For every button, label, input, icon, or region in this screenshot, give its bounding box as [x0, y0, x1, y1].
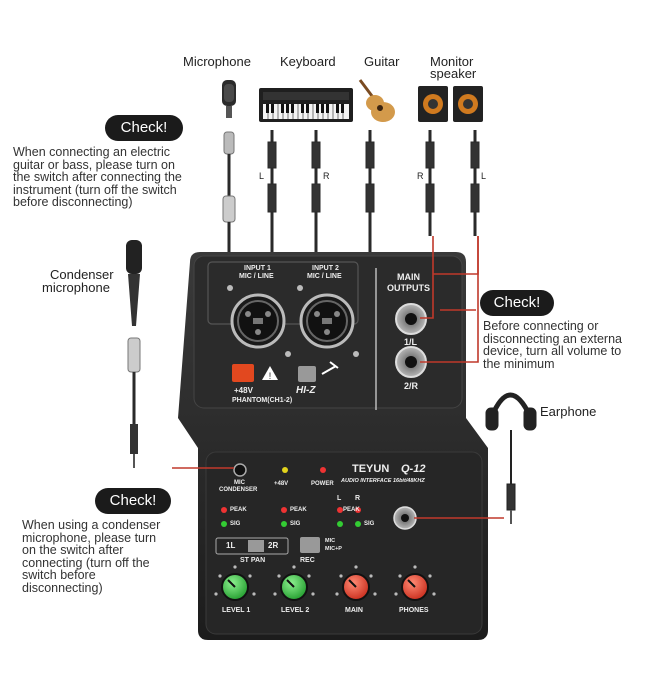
monitor-label-line1: Monitor: [430, 54, 474, 69]
earphone-icon: [485, 392, 537, 524]
condenser-label-line2: microphone: [42, 280, 110, 295]
check-pill-guitar: Check!: [105, 115, 183, 141]
rec-label: REC: [300, 557, 315, 564]
guitar-note-line: the switch after connecting the: [13, 170, 182, 184]
leader-lines: [172, 236, 504, 519]
main-knob-label: MAIN: [345, 607, 363, 614]
input2-combo-jack[interactable]: [297, 285, 359, 357]
phantom-button-label: +48V: [234, 386, 253, 395]
level1-label: LEVEL 1: [222, 607, 251, 614]
keyboard-right-marker: R: [323, 171, 330, 181]
ch1-peak-label: PEAK: [230, 507, 247, 513]
output-note-line: the minimum: [483, 356, 555, 371]
monitor-label-line2: speaker: [430, 66, 477, 81]
main-r-label: R: [355, 495, 361, 502]
subtitle-label: AUDIO INTERFACE 16bit/48KHZ: [341, 478, 425, 484]
condenser-note-line: switch before: [22, 568, 96, 582]
power-label: POWER: [311, 481, 334, 487]
st-pan-right-label: 2R: [268, 541, 279, 550]
output-note-line: Before connecting or: [483, 319, 599, 333]
monitor-speaker-icon: [418, 86, 483, 122]
microphone-icon: [222, 80, 236, 118]
condenser-microphone-icon: [126, 240, 142, 468]
check-pill-condenser: Check!: [95, 488, 171, 514]
condenser-note: When using a condenser microphone, pleas…: [22, 519, 160, 594]
keyboard-left-marker: L: [259, 171, 265, 181]
main-peak-label: PEAK: [343, 507, 360, 513]
ch2-sig-label: SIG: [290, 521, 301, 527]
phantom-label: PHANTOM(CH1-2): [232, 397, 293, 404]
st-pan-left-label: 1L: [226, 541, 236, 550]
guitar-note-line: before disconnecting): [13, 195, 133, 209]
guitar-label: Guitar: [364, 54, 400, 69]
microphone-xlr-cable: [222, 131, 236, 270]
guitar-icon: [358, 79, 395, 122]
model-label: Q-12: [401, 463, 426, 475]
hi-z-switch[interactable]: [298, 361, 339, 382]
rec-micp-label: MIC+P: [325, 546, 342, 552]
level1-knob[interactable]: [221, 573, 249, 601]
main-l-label: L: [337, 495, 342, 502]
keyboard-label: Keyboard: [280, 54, 336, 69]
guitar-cable: [365, 130, 375, 270]
monitor-cables: [425, 130, 480, 236]
ch2-peak-label: PEAK: [290, 507, 307, 513]
output-note-line: disconnecting an externa: [483, 331, 622, 346]
mic-condenser-label-line1: MIC: [234, 480, 245, 486]
phones-knob-label: PHONES: [399, 607, 429, 614]
guitar-note-line: instrument (turn off the switch: [13, 182, 177, 197]
output-note-line: device, turn all volume to: [483, 344, 622, 358]
main-outputs-label-line2: OUTPUTS: [387, 283, 431, 293]
front-leds: [221, 467, 361, 527]
guitar-note: When connecting an electric guitar or ba…: [13, 146, 182, 209]
hi-z-label: HI-Z: [296, 385, 316, 396]
check-pill-output: Check!: [480, 290, 554, 316]
keyboard-cables: [267, 130, 321, 270]
main-outputs-label-line1: MAIN: [397, 272, 420, 282]
output-note: Before connecting or disconnecting an ex…: [483, 320, 622, 370]
phones-knob[interactable]: [401, 573, 429, 601]
input2-label-line2: MIC / LINE: [307, 273, 342, 280]
condenser-note-line: connecting (turn off the: [22, 555, 150, 570]
mic-condenser-label-line2: CONDENSER: [219, 487, 258, 493]
brand-label: TEYUN: [352, 463, 390, 475]
led-48v-label: +48V: [274, 481, 289, 487]
svg-text:!: !: [269, 371, 272, 381]
input2-label-line1: INPUT 2: [312, 265, 339, 272]
guitar-note-line: guitar or bass, please turn on: [13, 157, 175, 172]
input1-label-line1: INPUT 1: [244, 265, 271, 272]
condenser-label-line1: Condenser: [50, 267, 114, 282]
mic-condenser-switch[interactable]: [233, 463, 247, 477]
guitar-note-line: When connecting an electric: [13, 145, 171, 159]
knob-scales: [214, 565, 436, 596]
rec-switch[interactable]: [300, 537, 320, 553]
main-sig-label: SIG: [364, 521, 375, 527]
level2-knob[interactable]: [280, 573, 308, 601]
rec-mic-label: MIC: [325, 538, 336, 544]
phantom-power-button[interactable]: !: [232, 364, 278, 382]
monitor-left-marker: L: [481, 171, 487, 181]
input1-label-line2: MIC / LINE: [239, 273, 274, 280]
output-1l-jack[interactable]: [395, 303, 427, 335]
st-pan-label: ST PAN: [240, 557, 266, 564]
condenser-note-line: When using a condenser: [22, 518, 161, 532]
condenser-note-line: on the switch after: [22, 543, 124, 557]
level2-label: LEVEL 2: [281, 607, 310, 614]
earphone-label: Earphone: [540, 404, 597, 419]
st-pan-switch[interactable]: [215, 537, 289, 555]
monitor-right-marker: R: [417, 171, 424, 181]
phones-jack[interactable]: [393, 506, 417, 530]
ch1-sig-label: SIG: [230, 521, 241, 527]
output-1l-label: 1/L: [404, 337, 418, 347]
condenser-note-line: microphone, please turn: [22, 530, 157, 545]
output-2r-label: 2/R: [404, 381, 419, 391]
condenser-note-line: disconnecting): [22, 580, 103, 595]
main-knob[interactable]: [342, 573, 370, 601]
keyboard-icon: [259, 88, 353, 122]
input1-combo-jack[interactable]: [227, 285, 291, 357]
microphone-label: Microphone: [183, 54, 251, 69]
